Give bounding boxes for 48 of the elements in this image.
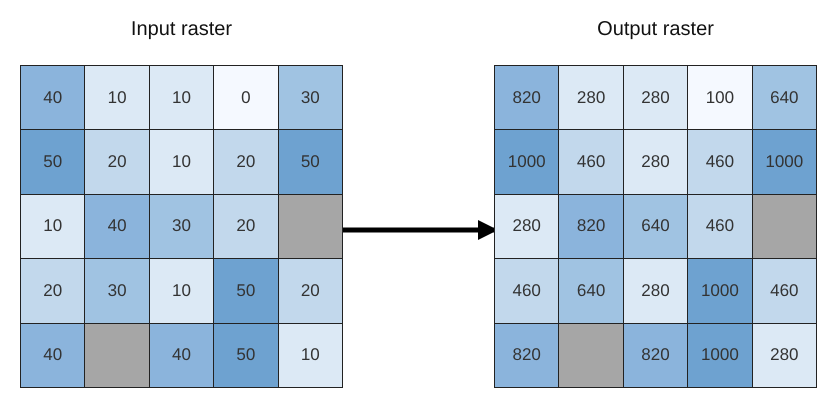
raster-cell: 30 [85,259,149,323]
raster-cell: 10 [21,194,84,258]
grid-title: Output raster [596,18,715,41]
raster-cell: 40 [150,324,214,387]
raster-cell: 460 [688,130,752,194]
raster-cell: 820 [624,324,688,387]
raster-cell: 460 [688,194,752,258]
raster-cell: 1000 [752,130,816,194]
raster-cell: 820 [495,66,558,130]
raster-cell: 30 [150,194,214,258]
raster-cell: 460 [752,259,816,323]
raster-cell: 20 [214,194,278,258]
raster-cell: 50 [214,259,278,323]
raster-cell: 50 [214,324,278,387]
raster-cell: 40 [21,66,84,130]
raster-cell: 280 [495,194,558,258]
raster-cell: 10 [278,324,342,387]
raster-cell: 50 [278,130,342,194]
raster-cell: 10 [150,66,214,130]
raster-cell: 20 [278,259,342,323]
raster-cell: 20 [85,130,149,194]
raster-cell: 0 [214,66,278,130]
raster-cell: 40 [85,194,149,258]
raster-cell: 30 [278,66,342,130]
raster-cell: 10 [85,66,149,130]
raster-cell: 280 [624,130,688,194]
raster-cell: 280 [624,259,688,323]
raster-cell: 1000 [688,259,752,323]
raster-cell: 460 [559,130,623,194]
raster-cell: 820 [495,324,558,387]
raster-cell: 640 [752,66,816,130]
raster-cell: 10 [150,130,214,194]
raster-cell: 20 [21,259,84,323]
raster-cell: 280 [624,66,688,130]
raster-cell: 820 [559,194,623,258]
raster-cell: 640 [559,259,623,323]
raster-cell: 1000 [688,324,752,387]
raster-cell: 50 [21,130,84,194]
raster-cell: 280 [752,324,816,387]
raster-cell: 1000 [495,130,558,194]
grid-title: Input raster [130,18,234,41]
raster-cell: 40 [21,324,84,387]
raster-cell: 460 [495,259,558,323]
raster-cell: 10 [150,259,214,323]
raster-cell: 20 [214,130,278,194]
raster-cell: 280 [559,66,623,130]
raster-cell: 100 [688,66,752,130]
raster-cell: 640 [624,194,688,258]
